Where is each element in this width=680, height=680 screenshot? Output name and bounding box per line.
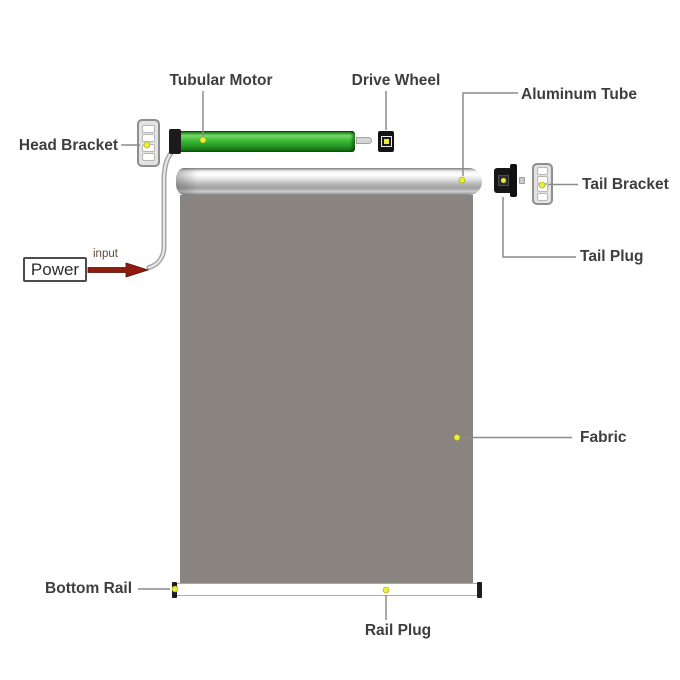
label-bottom-rail: Bottom Rail xyxy=(45,580,132,597)
tail-plug-pin xyxy=(519,177,525,184)
label-drive-wheel: Drive Wheel xyxy=(351,72,441,89)
power-label: Power xyxy=(30,259,80,279)
leader-aluminum-tube xyxy=(462,92,518,176)
input-label: input xyxy=(93,248,118,260)
power-cable xyxy=(147,148,176,269)
label-tail-bracket: Tail Bracket xyxy=(582,176,669,193)
bracket-slot xyxy=(142,124,155,133)
leader-tail-plug xyxy=(502,197,576,258)
motor-shaft-pin xyxy=(356,137,372,144)
marker-dot-fabric xyxy=(453,434,461,441)
tubular-motor-part xyxy=(181,131,355,152)
bracket-slot xyxy=(142,153,155,162)
bottom-rail-right-cap xyxy=(477,582,482,598)
marker-dot-tail-bracket xyxy=(538,181,546,189)
tail-plug-part xyxy=(494,168,512,193)
power-input-arrow xyxy=(87,262,150,278)
drive-wheel-marker-dot xyxy=(383,139,389,144)
label-head-bracket: Head Bracket xyxy=(18,137,118,154)
tail-plug-marker-dot xyxy=(500,178,506,183)
label-tail-plug: Tail Plug xyxy=(580,248,644,265)
bracket-slot xyxy=(537,167,548,176)
label-rail-plug: Rail Plug xyxy=(364,622,432,639)
aluminum-tube-part xyxy=(176,168,482,195)
marker-dot-aluminum-tube xyxy=(458,176,466,184)
tail-plug-hub xyxy=(497,175,509,186)
label-fabric: Fabric xyxy=(580,429,627,446)
drive-wheel-hub xyxy=(380,136,392,147)
tail-plug-flange xyxy=(510,164,517,197)
bracket-slot xyxy=(537,192,548,201)
power-source-box: Power xyxy=(23,257,87,282)
marker-dot-head-bracket xyxy=(143,141,151,149)
fabric-part xyxy=(180,195,473,583)
marker-dot-bottom-rail xyxy=(171,585,179,593)
marker-dot-tubular-motor xyxy=(199,136,207,144)
marker-dot-rail-plug xyxy=(382,586,390,594)
drive-wheel-part xyxy=(378,131,394,152)
bracket-slot xyxy=(142,134,155,143)
label-tubular-motor: Tubular Motor xyxy=(169,72,273,89)
aluminum-tube-end-shade xyxy=(176,168,198,195)
label-aluminum-tube: Aluminum Tube xyxy=(521,86,637,103)
motor-end-cap xyxy=(169,129,181,154)
